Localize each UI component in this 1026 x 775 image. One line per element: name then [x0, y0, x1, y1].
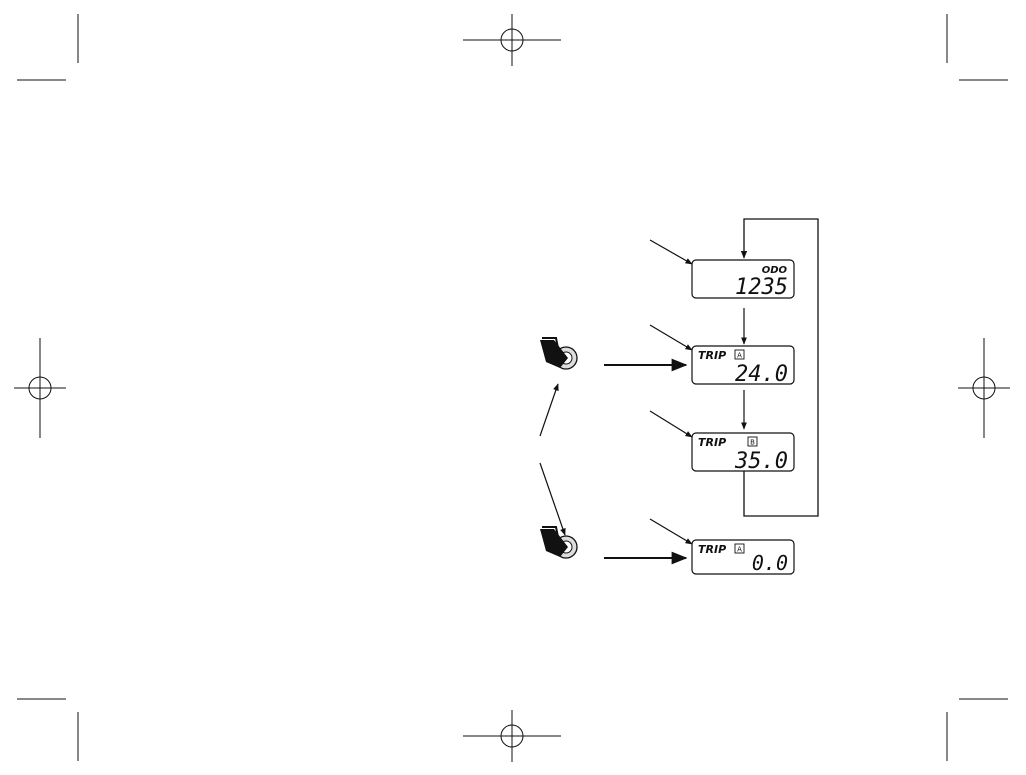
- registration-mark-top: [463, 14, 561, 66]
- display-mode-label: ODO: [762, 265, 788, 276]
- branch-arrow-down: [539, 462, 566, 536]
- display-value: 0.0: [752, 551, 788, 575]
- push-button-long-press: [540, 526, 578, 559]
- lcd-display-odo: ODO 1235: [691, 259, 795, 300]
- leader-arrow-trip-a-reset: [649, 518, 693, 545]
- leader-arrow-odo: [649, 239, 693, 265]
- leader-arrow-trip-b: [649, 410, 693, 438]
- trip-indicator-letter: A: [737, 546, 742, 554]
- cycle-loop-arrow: [740, 218, 819, 517]
- display-mode-label: TRIP: [698, 436, 726, 449]
- finger-press-icon: [540, 526, 568, 557]
- lcd-display-trip-a-reset: TRIP A 0.0: [691, 539, 795, 575]
- leader-arrow-trip-a: [649, 324, 693, 351]
- registration-mark-bottom: [463, 710, 561, 762]
- display-mode-label: TRIP: [698, 543, 726, 556]
- lcd-display-trip-b: TRIP B 35.0: [691, 432, 795, 474]
- trip-indicator-box: [747, 436, 758, 447]
- registration-mark-left: [14, 338, 66, 438]
- trip-indicator-letter: A: [737, 352, 742, 360]
- trip-indicator-letter: B: [750, 439, 755, 447]
- trip-indicator-box: [734, 349, 745, 360]
- registration-mark-right: [958, 338, 1010, 438]
- branch-arrow-up: [539, 383, 559, 437]
- display-value: 35.0: [734, 449, 788, 474]
- trip-indicator-box: [734, 543, 745, 554]
- push-button-short-press: [540, 337, 578, 370]
- crop-marks: [17, 14, 1008, 761]
- finger-press-icon: [540, 337, 568, 368]
- display-mode-label: TRIP: [698, 349, 726, 362]
- display-value: 1235: [735, 275, 788, 300]
- lcd-display-trip-a: TRIP A 24.0: [691, 345, 795, 387]
- display-value: 24.0: [735, 362, 788, 387]
